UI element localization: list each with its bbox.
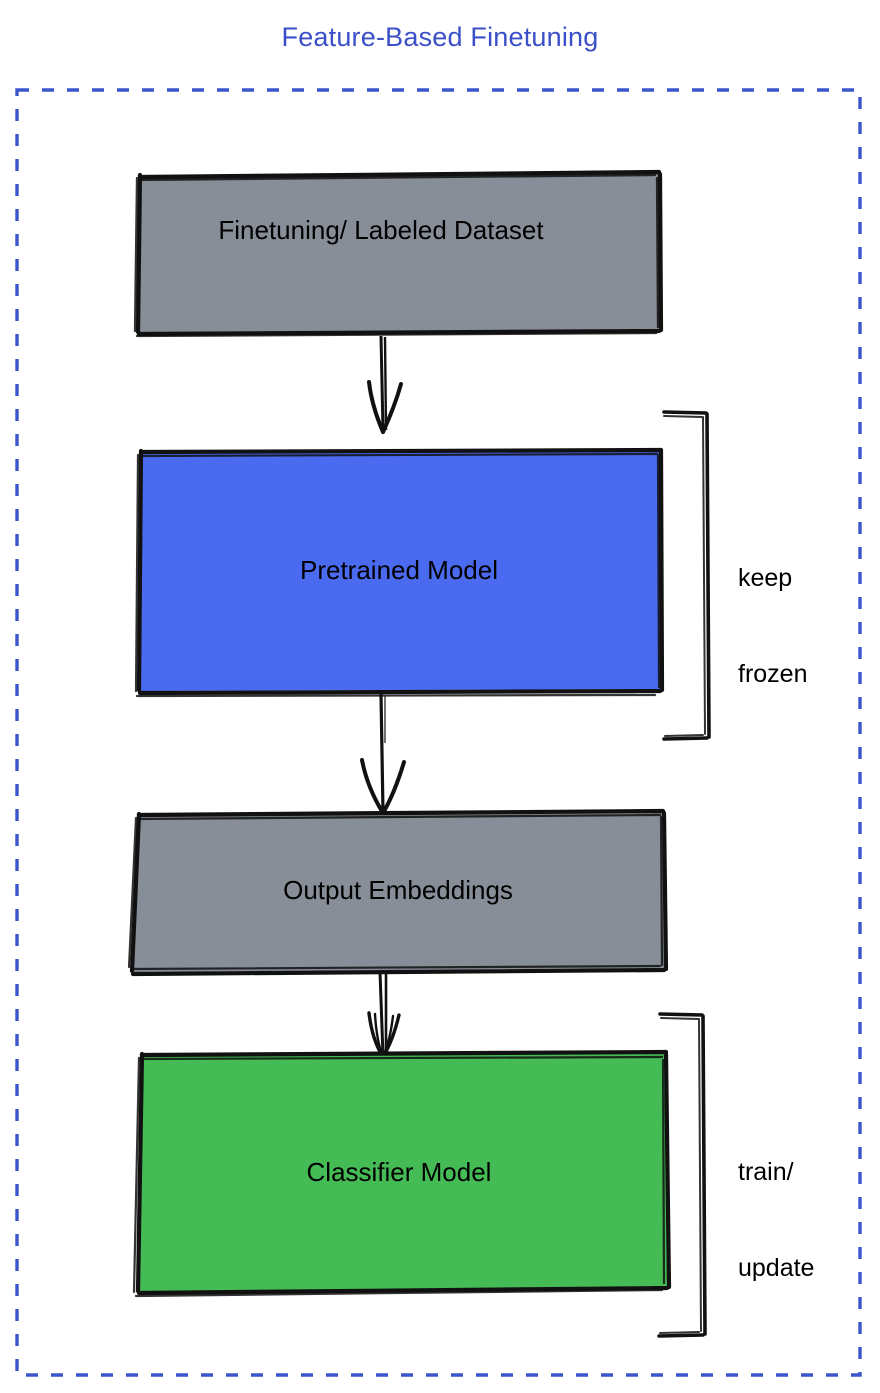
node-dataset-shape [138, 172, 660, 333]
node-classifier-sketch-outline-2 [132, 1055, 666, 1298]
annotation-train-update: train/ update [738, 1092, 814, 1316]
bracket-keep-frozen [662, 410, 711, 741]
node-classifier-shape [138, 1053, 668, 1292]
bracket-train-update [657, 1012, 707, 1338]
annotation-train-update-line1: train/ [738, 1158, 794, 1186]
node-embeddings-sketch-outline-2 [127, 813, 664, 971]
node-classifier-label: Classifier Model [306, 1157, 492, 1187]
arrow-dataset-to-pretrained [367, 335, 403, 434]
node-embeddings-sketch-outline [129, 808, 669, 977]
node-dataset-label: Finetuning/ Labeled Dataset [218, 215, 544, 245]
node-pretrained-shape [139, 450, 661, 691]
node-classifier[interactable] [132, 1049, 672, 1298]
dashed-container-border [15, 88, 862, 1377]
node-pretrained-label: Pretrained Model [300, 555, 498, 585]
node-embeddings-shape [132, 812, 665, 972]
page-title: Feature-Based Finetuning [281, 22, 599, 52]
node-dataset-sketch-outline [135, 169, 664, 337]
arrow-embeddings-to-classifier [367, 971, 401, 1059]
node-pretrained-sketch-outline [136, 447, 665, 696]
node-classifier-sketch-outline [135, 1049, 672, 1296]
node-dataset-sketch-outline-2 [133, 173, 660, 338]
node-pretrained[interactable] [134, 447, 665, 698]
node-dataset[interactable] [133, 169, 664, 338]
arrow-pretrained-to-embeddings [360, 693, 406, 815]
annotation-keep-frozen-line2: frozen [738, 660, 808, 688]
annotation-keep-frozen-line1: keep [738, 564, 793, 592]
node-embeddings-label: Output Embeddings [283, 875, 513, 905]
annotation-train-update-line2: update [738, 1254, 815, 1282]
annotation-keep-frozen: keep frozen [738, 498, 807, 722]
node-embeddings[interactable] [127, 808, 669, 977]
node-pretrained-sketch-outline-2 [134, 452, 661, 698]
